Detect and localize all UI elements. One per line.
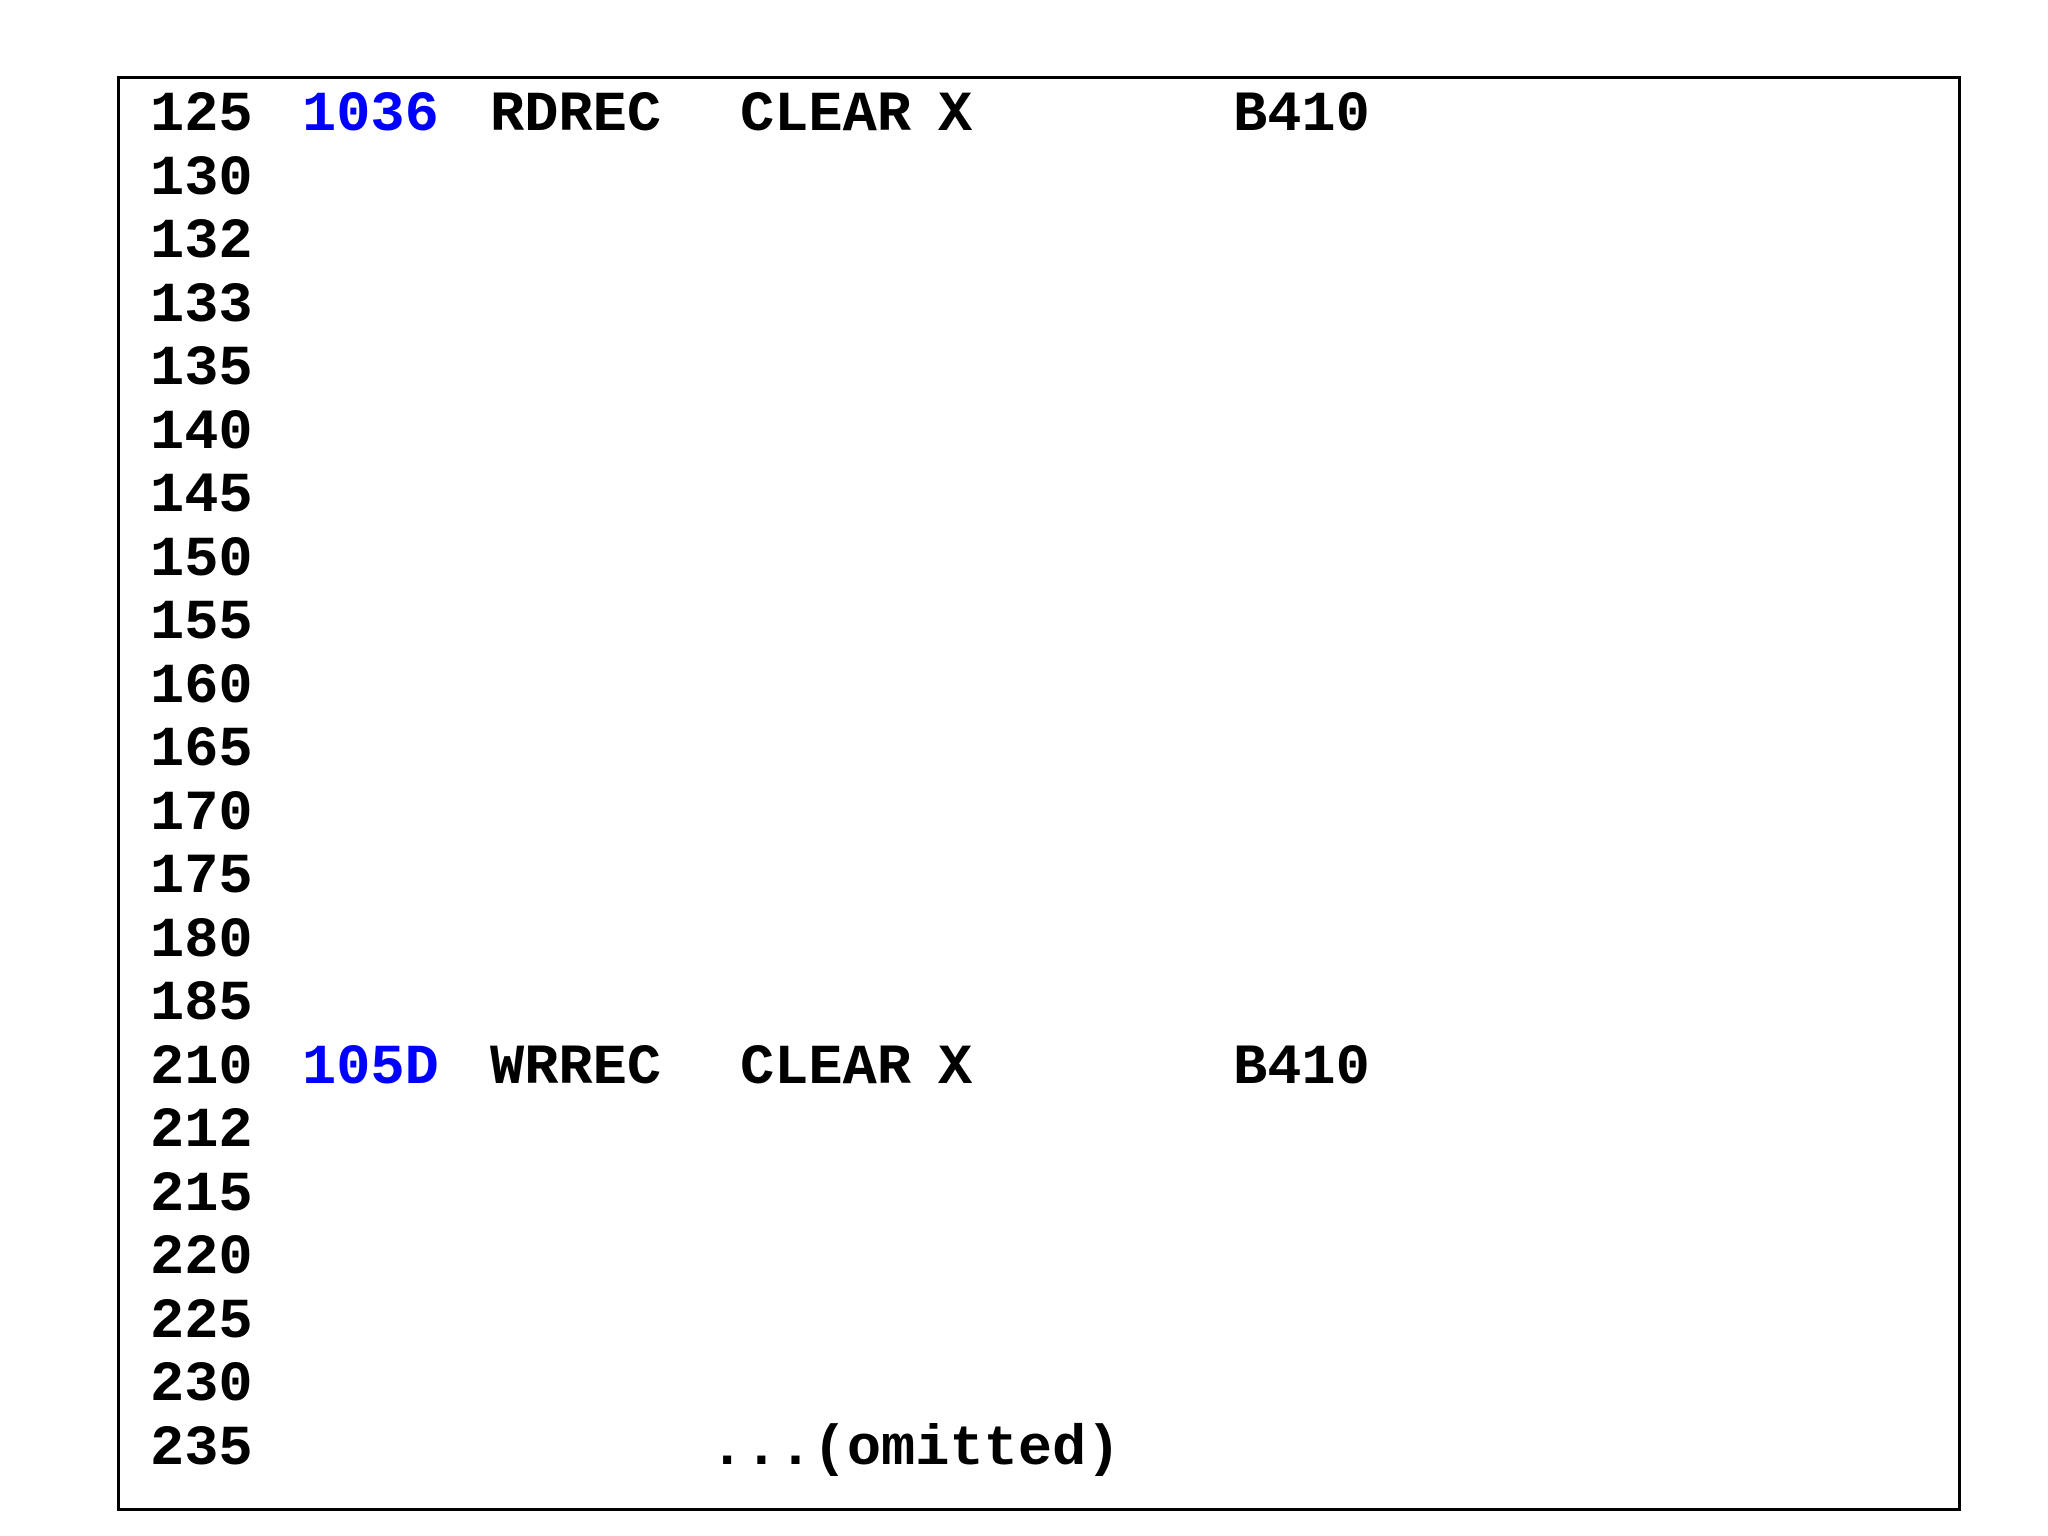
line-number: 220 (150, 1227, 253, 1291)
address-value: 1036 (302, 84, 439, 148)
line-number: 140 (150, 401, 253, 466)
object-code: B410 (1233, 84, 1370, 148)
line-number: 235 (150, 1417, 253, 1482)
listing-row: 170 (120, 782, 1958, 848)
listing-row: 132 (120, 211, 1958, 276)
listing-row: 185 (120, 973, 1958, 1038)
operand: X (938, 1036, 973, 1101)
listing-row: 160 (120, 655, 1958, 721)
line-number: 185 (150, 973, 253, 1037)
listing-row: 210 105D WRREC CLEAR X B410 (120, 1036, 1958, 1102)
line-number: 135 (150, 338, 253, 402)
address-value: 105D (302, 1036, 439, 1101)
listing-row: 140 (120, 401, 1958, 467)
opcode-mnemonic: CLEAR (740, 1036, 912, 1101)
listing-row: 150 (120, 528, 1958, 594)
line-number: 133 (150, 274, 253, 339)
line-number: 125 (150, 84, 253, 148)
symbol-label: RDREC (490, 84, 662, 148)
listing-row: 133 (120, 274, 1958, 340)
listing-row: 175 (120, 846, 1958, 911)
line-number: 132 (150, 211, 253, 275)
line-number: 155 (150, 592, 253, 656)
line-number: 165 (150, 719, 253, 783)
line-number: 175 (150, 846, 253, 910)
opcode-mnemonic: CLEAR (740, 84, 912, 148)
listing-row: 180 (120, 909, 1958, 975)
line-number: 150 (150, 528, 253, 593)
line-number: 225 (150, 1290, 253, 1355)
line-number: 170 (150, 782, 253, 847)
line-number: 145 (150, 465, 253, 529)
line-number: 212 (150, 1100, 253, 1164)
omitted-note: ...(omitted) (710, 1417, 1121, 1482)
listing-row: 220 (120, 1227, 1958, 1292)
line-number: 210 (150, 1036, 253, 1101)
listing-row: 215 (120, 1163, 1958, 1229)
listing-row: 125 1036 RDREC CLEAR X B410 (120, 84, 1958, 149)
listing-row: 155 (120, 592, 1958, 657)
listing-row: 212 (120, 1100, 1958, 1165)
line-number: 230 (150, 1354, 253, 1418)
symbol-label: WRREC (490, 1036, 662, 1101)
listing-row: 145 (120, 465, 1958, 530)
operand: X (938, 84, 973, 148)
line-number: 215 (150, 1163, 253, 1228)
listing-row: 130 (120, 147, 1958, 213)
line-number: 180 (150, 909, 253, 974)
line-number: 160 (150, 655, 253, 720)
listing-row: 225 (120, 1290, 1958, 1356)
listing-row: 230 (120, 1354, 1958, 1419)
listing-row: 165 (120, 719, 1958, 784)
listing-row: 235 ...(omitted) (120, 1417, 1958, 1483)
object-code: B410 (1233, 1036, 1370, 1101)
listing-row: 135 (120, 338, 1958, 403)
line-number: 130 (150, 147, 253, 212)
